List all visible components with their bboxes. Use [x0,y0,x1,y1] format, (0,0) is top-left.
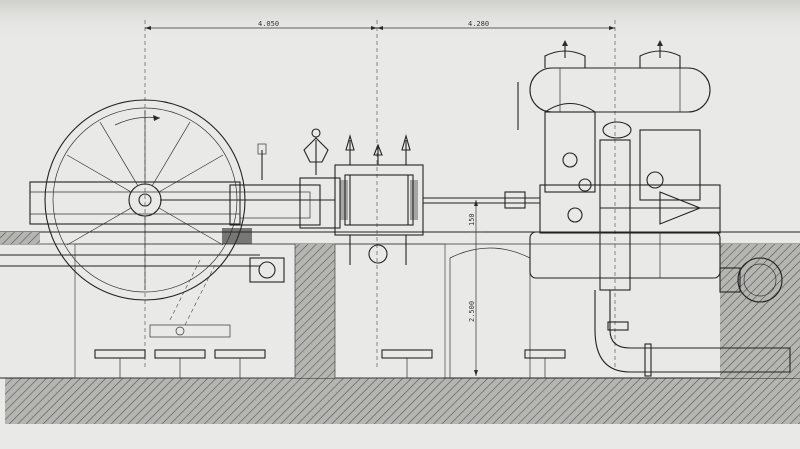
governor [257,128,329,180]
foundation-plates [94,259,566,378]
dimension-vertical-short: 150 [468,213,476,226]
engine-frame [29,177,341,244]
steam-cylinder [334,133,424,265]
pump-body [529,102,721,291]
discharge-pipe [594,257,791,377]
dimension-lines [144,20,616,376]
suction-pipe [0,254,285,283]
air-vessel [517,40,711,130]
dimension-top-left: 4.050 [258,20,279,28]
ground-section [0,231,800,424]
tail-rod [423,191,540,209]
dimension-top-right: 4.280 [468,20,489,28]
dimension-vertical-long: 2.500 [468,301,476,322]
